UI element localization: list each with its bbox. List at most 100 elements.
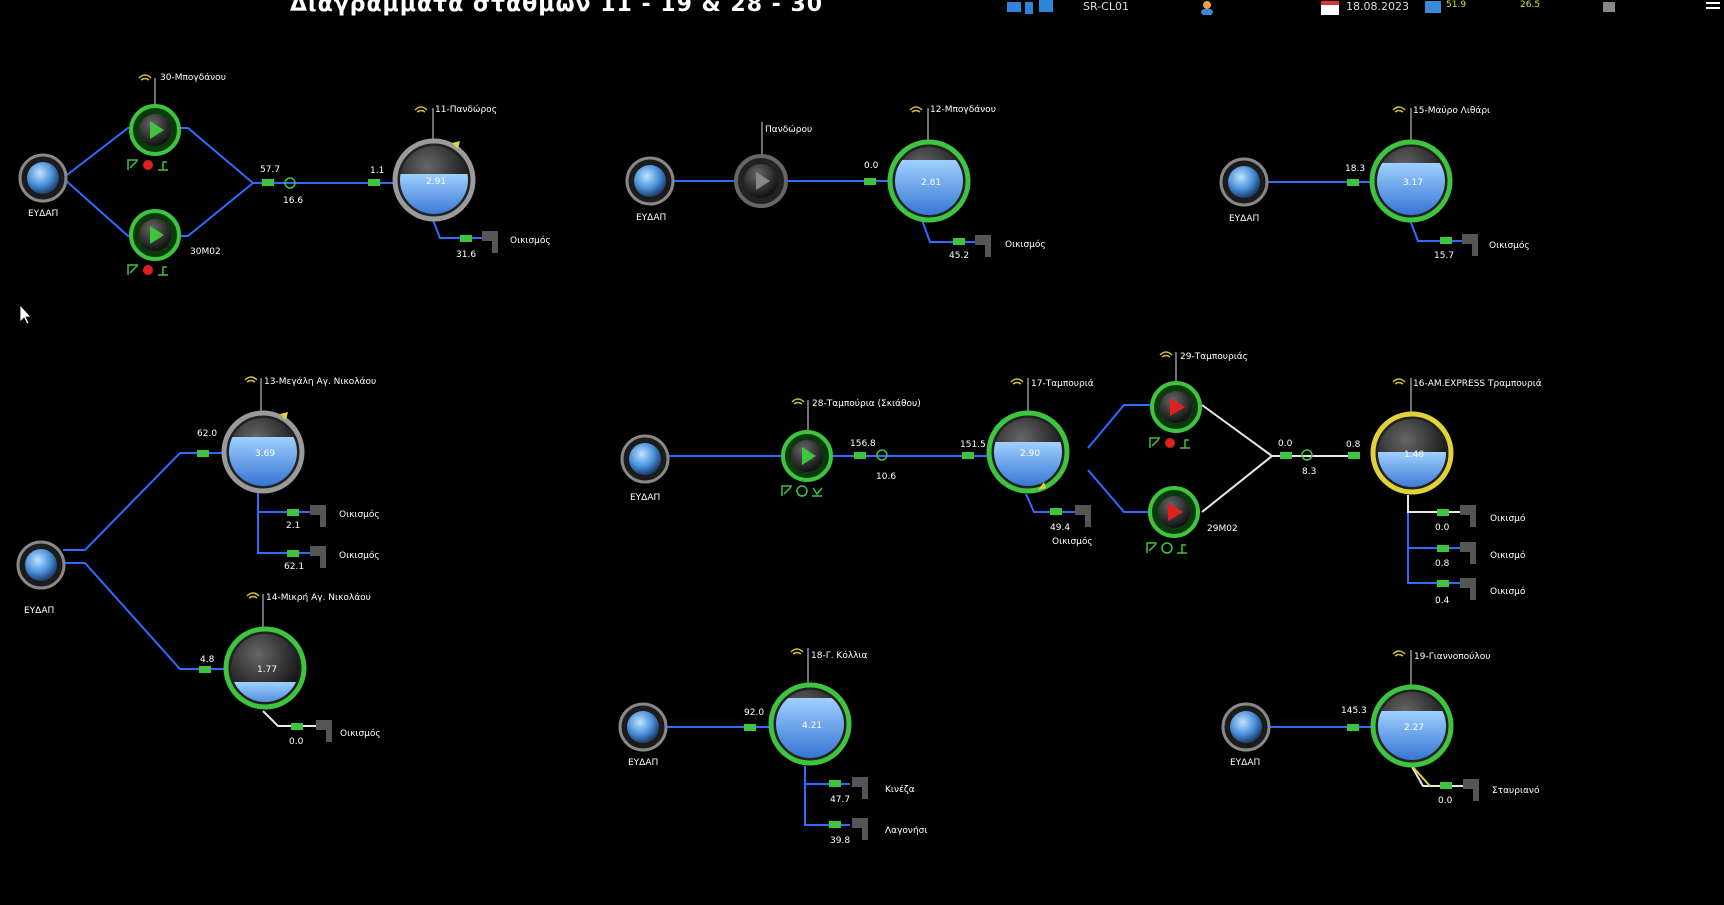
flow-sensor[interactable] bbox=[1437, 509, 1449, 516]
calendar-icon[interactable] bbox=[1320, 0, 1340, 19]
pump[interactable] bbox=[734, 154, 788, 208]
wifi-icon bbox=[1159, 351, 1173, 358]
station-12: 12-Μπογδάνου 0.0 2.81 45.2 Οικισμός bbox=[864, 105, 1046, 261]
tap-icon[interactable] bbox=[852, 818, 868, 840]
flow-value: 151.5 bbox=[960, 440, 986, 450]
flow-sensor[interactable] bbox=[1280, 452, 1292, 459]
flow-sensor[interactable] bbox=[1440, 782, 1452, 789]
flow-sensor[interactable] bbox=[1347, 179, 1359, 186]
menu-icon[interactable] bbox=[1704, 0, 1722, 19]
tank-level: 1.48 bbox=[1404, 450, 1424, 460]
settlement-label: Οικισμό bbox=[1490, 586, 1526, 597]
tank[interactable]: 2.81 bbox=[887, 139, 971, 223]
flow-value: 0.8 bbox=[1346, 440, 1361, 450]
wifi-icon bbox=[1010, 378, 1024, 385]
source-node[interactable] bbox=[620, 434, 670, 484]
source-node[interactable] bbox=[625, 156, 675, 206]
wifi-icon bbox=[1392, 106, 1406, 113]
flow-sensor[interactable] bbox=[197, 450, 209, 457]
tap-icon[interactable] bbox=[482, 231, 498, 253]
pump-2[interactable] bbox=[1148, 486, 1200, 538]
tank[interactable]: 1.48 bbox=[1370, 411, 1454, 495]
valve-icon bbox=[1180, 439, 1190, 449]
chip-icon[interactable] bbox=[1600, 0, 1620, 19]
tap-icon[interactable] bbox=[310, 546, 326, 568]
tap-icon[interactable] bbox=[316, 720, 332, 742]
tap-icon[interactable] bbox=[852, 777, 868, 799]
badge-1: 51.9 bbox=[1446, 0, 1467, 10]
source-node[interactable] bbox=[618, 702, 668, 752]
user-icon[interactable] bbox=[1198, 0, 1216, 19]
source-node[interactable] bbox=[1221, 702, 1271, 752]
tank[interactable]: 3.69 bbox=[221, 410, 305, 494]
top-bar: Διαγράμματα σταθμών 11 - 19 & 28 - 30 SR… bbox=[0, 0, 1724, 22]
tank[interactable]: 2.90 bbox=[986, 410, 1070, 494]
flow-sensor[interactable] bbox=[953, 238, 965, 245]
source-node[interactable] bbox=[18, 153, 68, 203]
flow-meter-icon[interactable] bbox=[1301, 449, 1313, 461]
settlement-label: Οικισμός bbox=[340, 728, 381, 739]
flow-sensor[interactable] bbox=[1347, 724, 1359, 731]
flow-meter-icon[interactable] bbox=[876, 449, 888, 461]
trend-icon bbox=[1146, 542, 1157, 553]
flow-sensor[interactable] bbox=[1348, 452, 1360, 459]
tank[interactable]: 3.17 bbox=[1369, 139, 1453, 223]
tank[interactable]: 2.27 bbox=[1370, 684, 1454, 768]
flow-sensor[interactable] bbox=[1437, 580, 1449, 587]
source-node[interactable] bbox=[16, 540, 66, 590]
flow-sensor[interactable] bbox=[287, 550, 299, 557]
monitor-icon[interactable] bbox=[1424, 0, 1442, 19]
pump-2[interactable] bbox=[129, 209, 181, 261]
flow-sensor[interactable] bbox=[262, 179, 274, 186]
valve-icon bbox=[812, 487, 823, 497]
pump-2-status-icons[interactable] bbox=[127, 264, 168, 276]
flow-sensor[interactable] bbox=[291, 723, 303, 730]
flow-sensor[interactable] bbox=[1437, 545, 1449, 552]
pump-1[interactable] bbox=[129, 104, 181, 156]
station-name: 17-Ταμπουριά bbox=[1031, 379, 1094, 389]
flow-value: 0.0 bbox=[864, 161, 879, 171]
tap-icon[interactable] bbox=[1460, 578, 1476, 600]
tank[interactable]: 4.21 bbox=[768, 682, 852, 766]
destination-label: Λαγονήσι bbox=[885, 826, 927, 836]
flow-sensor[interactable] bbox=[864, 178, 876, 185]
tap-icon[interactable] bbox=[1075, 505, 1091, 527]
tap-icon[interactable] bbox=[1460, 505, 1476, 527]
station-30: 30-Μπογδάνου 30M02 57.7 16.6 bbox=[127, 73, 303, 276]
source-node[interactable] bbox=[1219, 157, 1269, 207]
tank[interactable]: 1.77 bbox=[223, 626, 307, 712]
flow-sensor[interactable] bbox=[829, 780, 841, 787]
tap-icon[interactable] bbox=[310, 505, 326, 527]
settlement-label: Οικισμός bbox=[339, 550, 380, 561]
pump-2-status-icons[interactable] bbox=[1146, 542, 1187, 554]
tap-icon[interactable] bbox=[1462, 234, 1478, 256]
flow-sensor[interactable] bbox=[460, 235, 472, 242]
flow-sensor[interactable] bbox=[744, 724, 756, 731]
flow-sensor[interactable] bbox=[287, 509, 299, 516]
flow-sensor[interactable] bbox=[1440, 237, 1452, 244]
flow-sensor[interactable] bbox=[962, 452, 974, 459]
pump[interactable] bbox=[781, 430, 833, 482]
network-icon[interactable] bbox=[1005, 0, 1075, 19]
flow-sensor[interactable] bbox=[199, 666, 211, 673]
tank-level: 1.77 bbox=[257, 665, 277, 675]
tap-icon[interactable] bbox=[1463, 779, 1479, 801]
flow-meter-value: 10.6 bbox=[876, 472, 896, 482]
tap-icon[interactable] bbox=[975, 235, 991, 257]
pump-status-icons[interactable] bbox=[781, 485, 823, 497]
pump-1-status-icons[interactable] bbox=[127, 159, 168, 171]
station-name: 16-ΑΜ.EXPRESS Τραμπουριά bbox=[1413, 379, 1542, 389]
flow-sensor[interactable] bbox=[1050, 508, 1062, 515]
tap-icon[interactable] bbox=[1460, 542, 1476, 564]
flow-value: 57.7 bbox=[260, 165, 280, 175]
flow-sensor[interactable] bbox=[829, 821, 841, 828]
pump-1[interactable] bbox=[1150, 381, 1202, 433]
station-name: 13-Μεγάλη Αγ. Νικολάου bbox=[264, 377, 376, 387]
flow-sensor[interactable] bbox=[368, 179, 380, 186]
tank[interactable]: 2.91 bbox=[392, 138, 476, 222]
pump-1-status-icons[interactable] bbox=[1149, 437, 1190, 449]
flow-meter-icon[interactable] bbox=[284, 177, 296, 189]
flow-sensor[interactable] bbox=[854, 452, 866, 459]
pump-label: 30M02 bbox=[190, 247, 221, 257]
